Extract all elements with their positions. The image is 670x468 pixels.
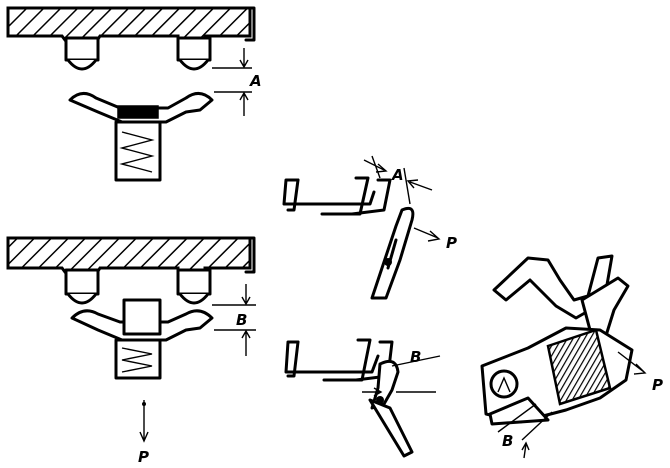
contactor-base xyxy=(488,396,550,426)
gap-b-arrow-top xyxy=(241,284,251,306)
gap-b-arrow-bottom xyxy=(241,329,251,356)
closed-contact-assembly: B P xyxy=(6,236,256,466)
force-p-arrow xyxy=(139,400,149,443)
gap-a-mid-extension-right xyxy=(403,167,411,205)
pivot-pin xyxy=(497,376,511,393)
left-contact-nut xyxy=(64,36,100,62)
contact-spring-compressed xyxy=(121,347,153,373)
contact-spring xyxy=(119,131,155,173)
force-p-mid-label: P xyxy=(446,234,457,252)
finger-contact-closed: B xyxy=(284,338,441,458)
pivot-hole xyxy=(489,369,519,399)
contactor-coil xyxy=(546,328,612,406)
upper-housing-section-closed xyxy=(6,236,252,278)
gap-a-mid-arrow-right xyxy=(406,179,433,191)
fixed-finger-edge xyxy=(286,178,300,212)
open-contact-assembly: A xyxy=(6,6,262,182)
fixed-finger-inner-closed xyxy=(322,338,372,382)
force-p-right-arrow xyxy=(617,351,647,375)
gap-b-mid-arrow-left xyxy=(362,387,383,397)
left-contact-nut-closed xyxy=(64,268,100,296)
fixed-finger-tip xyxy=(350,178,392,216)
force-p-mid-arrow xyxy=(413,227,441,242)
gap-b-mid-label: B xyxy=(410,348,421,366)
gap-a-label: A xyxy=(249,72,262,90)
fixed-finger-inner xyxy=(320,176,370,216)
gap-a-arrow-top xyxy=(239,48,249,69)
force-origin-dot xyxy=(142,402,146,406)
right-contact-nut-closed xyxy=(176,268,212,296)
gap-a-arrow-bottom xyxy=(239,91,249,116)
contactor-detail: P B xyxy=(480,254,663,459)
right-fixed-contact-tip-closed xyxy=(178,293,210,305)
fixed-finger-edge-closed xyxy=(286,340,300,378)
moving-finger-arm xyxy=(368,398,414,458)
fixed-finger-outer-closed xyxy=(284,340,380,374)
bridge-holder-closed xyxy=(122,298,162,336)
right-fixed-contact-tip xyxy=(178,59,210,71)
housing-lip xyxy=(244,6,256,42)
gap-b-right-extension-b xyxy=(521,411,553,441)
bridge-holder xyxy=(117,105,159,119)
fixed-finger-outer xyxy=(282,178,376,206)
gap-b-right-label: B xyxy=(502,432,513,450)
gap-b-right-extension-a xyxy=(497,403,537,433)
gap-a-mid-arrow-left xyxy=(363,159,388,173)
left-fixed-contact-tip xyxy=(66,59,98,71)
force-p-label: P xyxy=(138,448,149,466)
upper-housing-section xyxy=(6,6,252,46)
gap-a-mid-extension-left xyxy=(371,155,381,179)
moving-contact-bridge xyxy=(68,92,214,124)
gap-a-mid-label: A xyxy=(391,166,404,184)
spring-housing xyxy=(114,120,162,182)
gap-b-mid-extension xyxy=(391,355,441,367)
force-p-right-label: P xyxy=(652,376,663,394)
moving-finger-rivet-closed xyxy=(376,396,384,404)
finger-contact-open: A P xyxy=(282,155,457,300)
gap-b-label: B xyxy=(236,311,247,329)
right-contact-nut xyxy=(176,36,212,62)
left-fixed-contact-tip-closed xyxy=(66,293,98,305)
housing-lip-closed xyxy=(244,236,256,274)
fixed-finger-tip-closed xyxy=(354,340,394,382)
moving-finger-rivet xyxy=(384,258,392,266)
gap-b-right-arrow xyxy=(521,441,530,459)
